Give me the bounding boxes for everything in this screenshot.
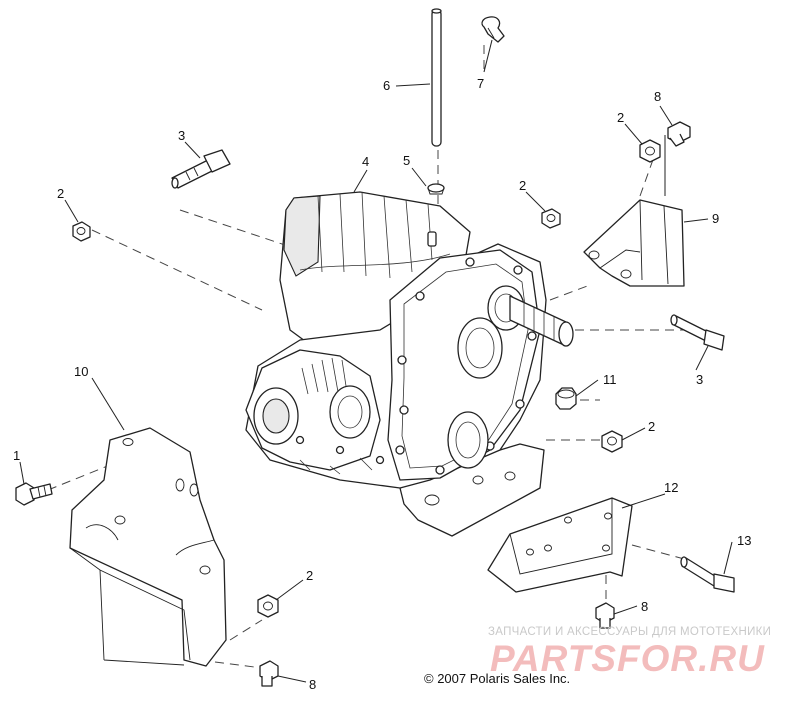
- part-9-bracket: [583, 199, 685, 287]
- callout-4: 4: [362, 154, 369, 169]
- callout-1: 1: [13, 448, 20, 463]
- part-11-spacer: [555, 387, 577, 410]
- part-2-nut-right: [601, 430, 623, 453]
- callout-12: 12: [664, 480, 678, 495]
- part-3-bolt-right: [670, 314, 725, 351]
- callout-11: 11: [603, 372, 617, 387]
- callout-3-upper: 3: [178, 128, 185, 143]
- callout-labels: 6 7 3 2 4 5 2 2 8 9 3 11 2 10 1 12 13 2 …: [13, 76, 751, 692]
- callout-7: 7: [477, 76, 484, 91]
- part-12-bracket: [487, 497, 633, 593]
- part-8-bolt-mid: [595, 602, 615, 629]
- part-10-bracket: [69, 427, 227, 667]
- part-5-fitting: [427, 183, 445, 195]
- part-8-bolt-top: [667, 121, 691, 147]
- part-13-bolt: [680, 556, 735, 593]
- part-2-nut-bottom: [257, 594, 279, 618]
- callout-9: 9: [712, 211, 719, 226]
- callout-8-top: 8: [654, 89, 661, 104]
- part-4-gearcase: [245, 191, 574, 537]
- copyright-notice: © 2007 Polaris Sales Inc.: [424, 671, 571, 686]
- watermark-tagline: ЗАПЧАСТИ И АКСЕССУАРЫ ДЛЯ МОТОТЕХНИКИ: [488, 626, 772, 638]
- callout-2-center: 2: [519, 178, 526, 193]
- part-2-nut-top-right: [639, 139, 661, 163]
- callout-2-left: 2: [57, 186, 64, 201]
- part-2-nut-left: [72, 221, 91, 242]
- callout-13: 13: [737, 533, 751, 548]
- callout-10: 10: [74, 364, 88, 379]
- part-6-tube: [431, 8, 442, 147]
- callout-2-top-right: 2: [617, 110, 624, 125]
- leader-lines: [19, 39, 733, 683]
- callout-6: 6: [383, 78, 390, 93]
- part-7-clip: [481, 16, 505, 43]
- part-3-bolt-upper: [171, 149, 231, 189]
- part-2-nut-center: [541, 208, 561, 229]
- watermark-logo: PARTSFOR.RU: [490, 638, 765, 679]
- callout-2-right: 2: [648, 419, 655, 434]
- part-8-bolt-bottom: [259, 660, 279, 687]
- callout-3-right: 3: [696, 372, 703, 387]
- callout-8-bottom: 8: [309, 677, 316, 692]
- callout-2-bottom: 2: [306, 568, 313, 583]
- callout-5: 5: [403, 153, 410, 168]
- part-1-bolt: [15, 482, 53, 506]
- callout-8-mid: 8: [641, 599, 648, 614]
